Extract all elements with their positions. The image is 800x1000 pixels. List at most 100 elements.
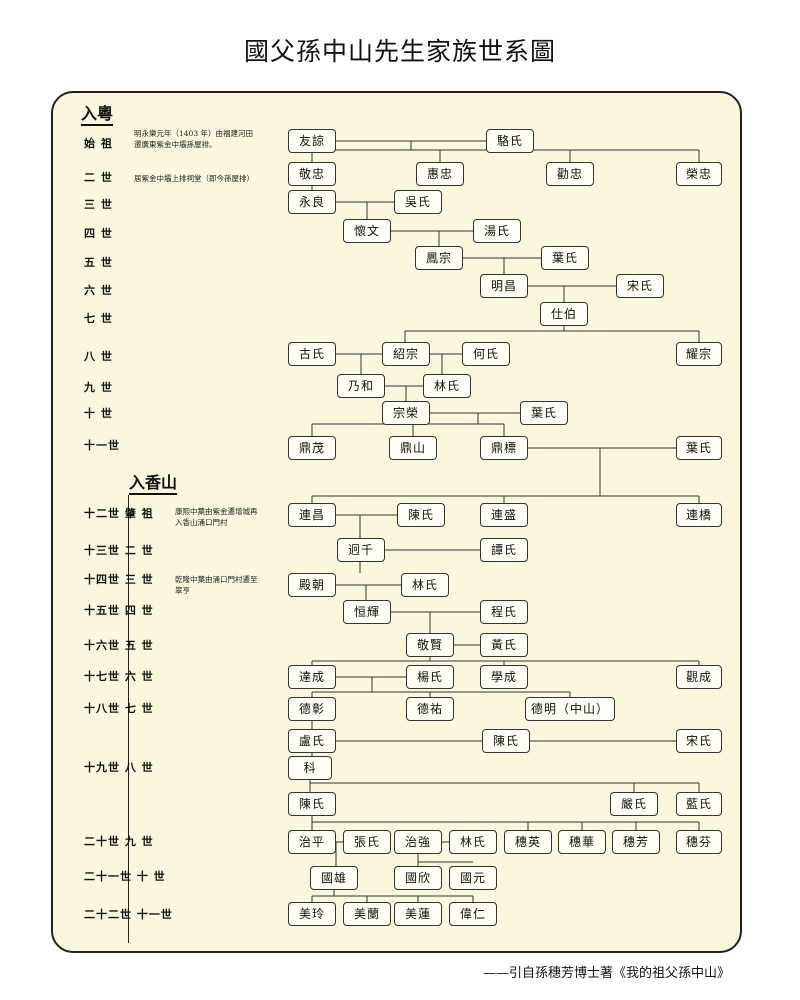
person-node-fengzong: 鳳宗 bbox=[415, 246, 463, 270]
generation-label-g7: 七 世 bbox=[84, 312, 113, 325]
person-node-huiqian: 迥千 bbox=[337, 538, 385, 562]
person-node-meiling: 美玲 bbox=[288, 902, 336, 926]
person-node-yeshi3: 葉氏 bbox=[676, 436, 722, 460]
generation-label-g11: 十一世 bbox=[84, 439, 120, 452]
person-node-chenshi1: 陳氏 bbox=[397, 503, 445, 527]
person-node-yeshi2: 葉氏 bbox=[520, 401, 568, 425]
generation-label-g6: 六 世 bbox=[84, 284, 113, 297]
person-node-suiying: 穗英 bbox=[504, 830, 552, 854]
generation-label-g17: 十七世 六 世 bbox=[84, 670, 154, 683]
person-node-dacheng: 達成 bbox=[288, 665, 336, 689]
generation-label-g16: 十六世 五 世 bbox=[84, 639, 154, 652]
generation-label-g22: 二十二世 十一世 bbox=[84, 908, 173, 921]
person-node-youliang: 友諒 bbox=[288, 129, 336, 153]
person-node-chenshi2: 陳氏 bbox=[482, 729, 530, 753]
generation-label-g19: 十九世 八 世 bbox=[84, 761, 154, 774]
citation: ——引自孫穗芳博士著《我的祖父孫中山》 bbox=[482, 966, 730, 981]
person-node-zongrong: 宗榮 bbox=[382, 401, 430, 425]
person-node-heshi: 何氏 bbox=[462, 342, 510, 366]
person-node-weiren: 偉仁 bbox=[449, 902, 497, 926]
person-node-yeshi1: 葉氏 bbox=[541, 246, 589, 270]
generation-label-g3: 三 世 bbox=[84, 198, 113, 211]
person-node-dingmao: 鼎茂 bbox=[288, 436, 336, 460]
person-node-yangshi: 楊氏 bbox=[406, 665, 454, 689]
person-node-dezhang: 德彰 bbox=[288, 697, 336, 721]
annotation-note4: 乾隆中葉由涌口門村遷至 翠亨 bbox=[175, 575, 258, 595]
person-node-guoxiong: 國雄 bbox=[310, 866, 358, 890]
generation-label-g14: 十四世 三 世 bbox=[84, 573, 154, 586]
person-node-liansheng: 連盛 bbox=[480, 503, 528, 527]
annotation-note3: 康熙中葉由紫金遷增城再 入香山涌口門村 bbox=[175, 507, 258, 527]
person-node-songshi1: 宋氏 bbox=[616, 274, 664, 298]
person-node-jingxian: 敬賢 bbox=[406, 633, 454, 657]
generation-label-g20: 二十世 九 世 bbox=[84, 835, 154, 848]
person-node-luoshi: 駱氏 bbox=[486, 129, 534, 153]
person-node-zhiqiang: 治強 bbox=[394, 830, 442, 854]
person-node-linshi3: 林氏 bbox=[449, 830, 497, 854]
person-node-linshi1: 林氏 bbox=[423, 374, 471, 398]
person-node-yongliang: 永良 bbox=[288, 190, 336, 214]
person-node-shibo: 仕伯 bbox=[540, 302, 588, 326]
person-node-chengshi: 程氏 bbox=[480, 600, 528, 624]
generation-label-g12: 十二世 肇 祖 bbox=[84, 507, 154, 520]
annotation-note2: 居紫金中壩上排祠堂（即今孫屋排） bbox=[134, 174, 254, 183]
person-node-shaozong: 紹宗 bbox=[382, 342, 430, 366]
person-node-deyou: 德祐 bbox=[406, 697, 454, 721]
generation-label-g15: 十五世 四 世 bbox=[84, 604, 154, 617]
person-node-suihua: 穗華 bbox=[558, 830, 606, 854]
person-node-suifang: 穗芳 bbox=[612, 830, 660, 854]
page-title: 國父孫中山先生家族世系圖 bbox=[243, 37, 556, 66]
person-node-suifen: 穗芬 bbox=[676, 830, 722, 854]
person-node-wushi: 吳氏 bbox=[394, 190, 442, 214]
person-node-lanshi: 藍氏 bbox=[676, 792, 722, 816]
person-node-linshi2: 林氏 bbox=[401, 573, 449, 597]
generation-label-g2: 二 世 bbox=[84, 171, 113, 184]
person-node-meilan: 美蘭 bbox=[343, 902, 391, 926]
person-node-ke: 科 bbox=[288, 756, 332, 780]
person-node-guoyuan: 國元 bbox=[449, 866, 497, 890]
generation-label-g1: 始 祖 bbox=[84, 137, 113, 150]
person-node-chenshi3: 陳氏 bbox=[288, 792, 336, 816]
person-node-tangshi: 湯氏 bbox=[473, 219, 521, 243]
person-node-lushi: 盧氏 bbox=[288, 729, 336, 753]
person-node-jingzhong: 敬忠 bbox=[288, 162, 336, 186]
person-node-dingshan: 鼎山 bbox=[389, 436, 437, 460]
person-node-zhiping: 治平 bbox=[288, 830, 336, 854]
person-node-gushi: 古氏 bbox=[288, 342, 336, 366]
person-node-guoxin: 國欣 bbox=[394, 866, 442, 890]
generation-label-g9: 九 世 bbox=[84, 381, 113, 394]
person-node-meilian: 美蓮 bbox=[394, 902, 442, 926]
person-node-lianchang: 連昌 bbox=[288, 503, 336, 527]
person-node-dingbiao: 鼎標 bbox=[480, 436, 528, 460]
person-node-yanshi: 嚴氏 bbox=[610, 792, 658, 816]
person-node-rongzhong: 榮忠 bbox=[676, 162, 722, 186]
person-node-deming: 德明（中山） bbox=[525, 697, 615, 721]
person-node-yaozong: 耀宗 bbox=[676, 342, 722, 366]
generation-label-g5: 五 世 bbox=[84, 256, 113, 269]
annotation-note1: 明永樂元年（1403 年）由福建河田 遷廣東紫金中壩孫屋排。 bbox=[134, 129, 253, 149]
person-node-xuecheng: 學成 bbox=[480, 665, 528, 689]
section-ru-xiangshan: 入香山 bbox=[129, 474, 178, 495]
person-node-tanshi: 譚氏 bbox=[480, 538, 528, 562]
person-node-lianqiao: 連橋 bbox=[676, 503, 722, 527]
person-node-mingchang: 明昌 bbox=[480, 274, 528, 298]
person-node-dianchao: 殿朝 bbox=[288, 573, 336, 597]
generation-label-g10: 十 世 bbox=[84, 407, 113, 420]
person-node-naihe: 乃和 bbox=[337, 374, 385, 398]
generation-label-g4: 四 世 bbox=[84, 227, 113, 240]
person-node-zhangshi: 張氏 bbox=[343, 830, 391, 854]
person-node-henghui: 恒輝 bbox=[343, 600, 391, 624]
section-ru-yue: 入粵 bbox=[81, 105, 114, 126]
person-node-guancheng: 觀成 bbox=[676, 665, 722, 689]
section-divider-line bbox=[128, 495, 129, 943]
generation-label-g8: 八 世 bbox=[84, 350, 113, 363]
generation-label-g13: 十三世 二 世 bbox=[84, 544, 154, 557]
person-node-huizhong: 惠忠 bbox=[416, 162, 464, 186]
generation-label-g18: 十八世 七 世 bbox=[84, 702, 154, 715]
generation-label-g21: 二十一世 十 世 bbox=[84, 870, 166, 883]
person-node-huaiwen: 懷文 bbox=[343, 219, 391, 243]
person-node-songshi2: 宋氏 bbox=[676, 729, 722, 753]
person-node-qinzhong: 勸忠 bbox=[546, 162, 594, 186]
person-node-huangshi: 黃氏 bbox=[480, 633, 528, 657]
